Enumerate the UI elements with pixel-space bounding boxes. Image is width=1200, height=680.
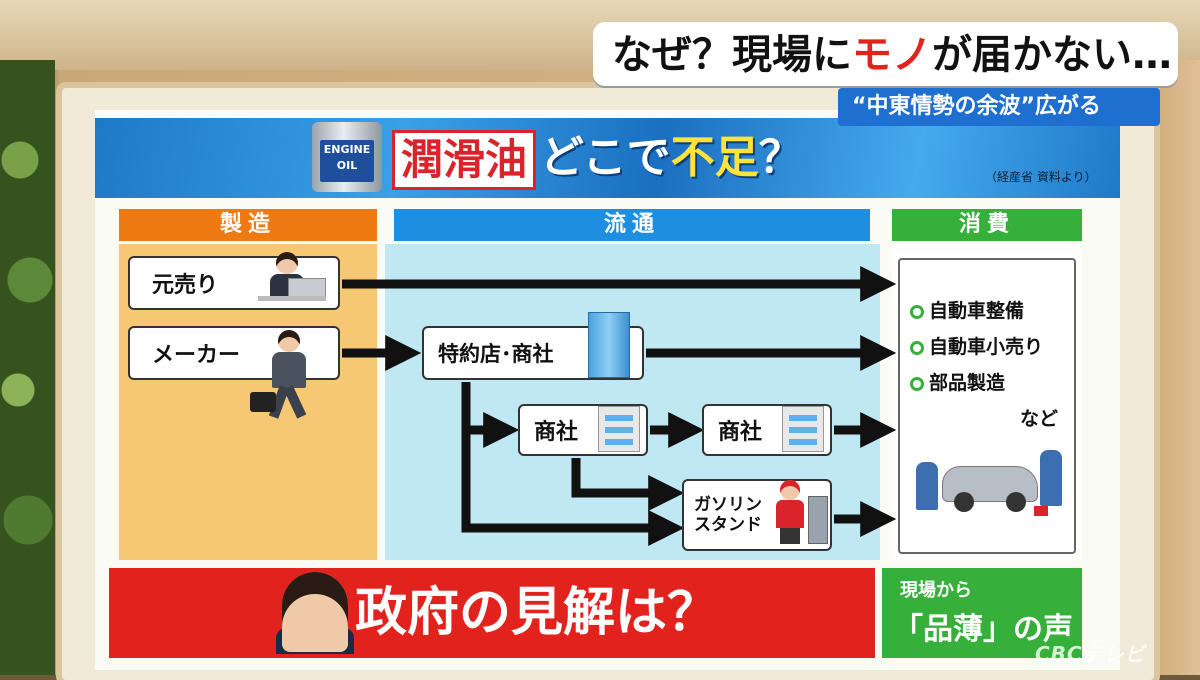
building-icon	[782, 406, 824, 452]
studio-plants	[0, 60, 55, 675]
arrow-tokuyaku-to-gas-station	[461, 430, 685, 546]
arrow-shosha-to-gas-station	[571, 458, 685, 511]
board-header	[95, 118, 1120, 198]
arrow-tokuyaku-to-shosha	[461, 382, 520, 448]
column-header-manufacturing: 製造	[119, 209, 377, 241]
car-repair-icon	[914, 448, 1064, 524]
consumer-item: 部品製造	[910, 368, 1005, 395]
consumer-box: 自動車整備 自動車小売り 部品製造 など	[898, 258, 1076, 554]
field-voice-line1: 現場から	[900, 580, 972, 601]
broadcaster-logo: CBCテレビ	[1035, 642, 1146, 666]
politician-portrait	[282, 572, 348, 652]
gas-station-attendant-icon	[774, 478, 828, 546]
node-gas-station: ガソリン スタンド	[682, 479, 832, 551]
source-note: （経産省 資料より）	[985, 170, 1097, 184]
column-header-consumption: 消費	[892, 209, 1082, 241]
government-view-band	[109, 568, 875, 658]
headline-text: なぜ？現場にモノが届かない…	[612, 32, 1172, 78]
office-building-icon	[588, 312, 630, 378]
node-shosha-2-label: 商社	[718, 420, 763, 445]
node-gas-station-label: ガソリン スタンド	[694, 495, 762, 535]
sub-caption-text: “中東情勢の余波”広がる	[852, 94, 1101, 119]
node-motouri-label: 元売り	[152, 273, 219, 298]
consumer-item: 自動車小売り	[910, 332, 1043, 359]
field-voice-band	[882, 568, 1082, 658]
building-icon	[598, 406, 640, 452]
running-businessman-icon	[250, 330, 330, 422]
node-shosha-1-label: 商社	[534, 420, 579, 445]
node-maker-label: メーカー	[152, 343, 241, 368]
column-header-distribution: 流通	[394, 209, 870, 241]
sub-caption	[838, 88, 1160, 126]
government-view-text: 政府の見解は？	[355, 583, 720, 643]
field-voice-line2: 「品薄」の声	[893, 612, 1073, 647]
board-title: どこで不足？	[540, 132, 803, 183]
headline-caption	[593, 22, 1178, 86]
engine-oil-label: ENGINE OIL	[320, 140, 374, 182]
consumer-item: 自動車整備	[910, 296, 1024, 323]
node-tokuyaku-label: 特約店･商社	[438, 342, 554, 366]
businessman-laptop-icon	[258, 252, 326, 304]
board-title-lubricant: 潤滑油	[392, 130, 536, 190]
consumer-etc: など	[1020, 408, 1059, 430]
